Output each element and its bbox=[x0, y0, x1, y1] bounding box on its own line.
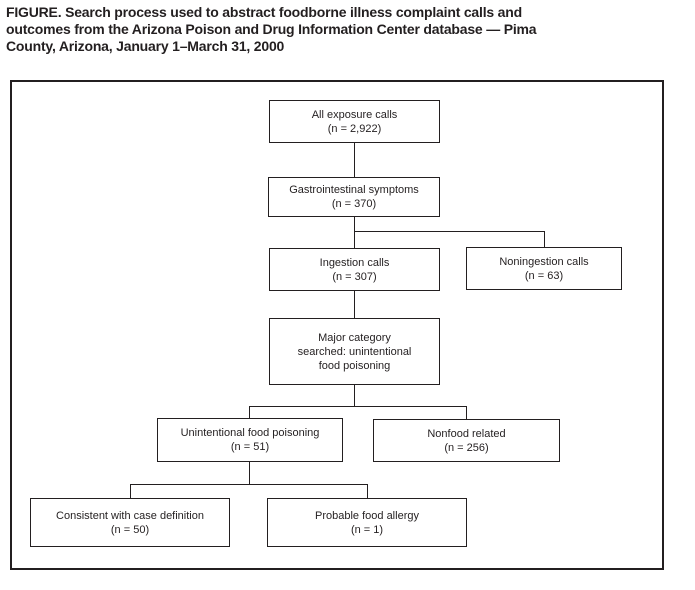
node-label-line-2: searched: unintentional bbox=[297, 345, 412, 358]
node-count: (n = 50) bbox=[110, 523, 150, 536]
connector-major-category-down bbox=[354, 385, 355, 406]
figure-title: FIGURE. Search process used to abstract … bbox=[6, 4, 690, 55]
connector-unintentional-down bbox=[249, 462, 250, 484]
figure-title-line-1: FIGURE. Search process used to abstract … bbox=[6, 4, 522, 20]
node-count: (n = 256) bbox=[444, 441, 489, 454]
node-noningestion-calls: Noningestion calls (n = 63) bbox=[466, 247, 622, 290]
node-label: Gastrointestinal symptoms bbox=[289, 184, 419, 196]
node-label: Ingestion calls bbox=[319, 256, 390, 269]
node-label: All exposure calls bbox=[311, 108, 398, 121]
node-nonfood-related: Nonfood related (n = 256) bbox=[373, 419, 560, 462]
node-ingestion-calls: Ingestion calls (n = 307) bbox=[269, 248, 440, 291]
connector-branch-to-probable bbox=[367, 484, 368, 498]
node-label-line-1: Major category bbox=[318, 331, 391, 344]
node-label: Noningestion calls bbox=[499, 255, 589, 268]
node-count: (n = 2,922) bbox=[327, 122, 382, 135]
node-all-exposure-calls: All exposure calls (n = 2,922) bbox=[269, 100, 440, 143]
node-count: (n = 63) bbox=[524, 269, 564, 282]
connector-branch-to-noningestion bbox=[544, 231, 545, 247]
node-major-category-searched: Major category searched: unintentional f… bbox=[269, 318, 440, 385]
node-count: (n = 307) bbox=[332, 270, 377, 283]
connector-branch-to-unintentional bbox=[249, 406, 250, 418]
figure-title-line-3: County, Arizona, January 1–March 31, 200… bbox=[6, 38, 285, 54]
node-label: Nonfood related bbox=[427, 427, 506, 440]
node-label: Unintentional food poisoning bbox=[180, 427, 320, 439]
connector-branch-to-nonfood bbox=[466, 406, 467, 419]
node-count: (n = 370) bbox=[331, 198, 377, 210]
node-unintentional-food-poisoning: Unintentional food poisoning (n = 51) bbox=[157, 418, 343, 462]
node-label-line-3: food poisoning bbox=[318, 359, 391, 372]
connector-unintentional-branch-horizontal bbox=[130, 484, 368, 485]
node-label: Consistent with case definition bbox=[56, 509, 204, 522]
node-count: (n = 1) bbox=[350, 523, 384, 536]
node-count: (n = 51) bbox=[230, 441, 270, 453]
figure-title-line-2: outcomes from the Arizona Poison and Dru… bbox=[6, 21, 537, 37]
connector-gi-to-ingestion bbox=[354, 217, 355, 248]
node-gastrointestinal-symptoms: Gastrointestinal symptoms (n = 370) bbox=[268, 177, 440, 217]
connector-exposure-to-gi bbox=[354, 143, 355, 177]
connector-branch-to-consistent bbox=[130, 484, 131, 498]
connector-gi-branch-horizontal bbox=[354, 231, 544, 232]
connector-ingestion-to-major-category bbox=[354, 291, 355, 318]
node-label: Probable food allergy bbox=[315, 509, 419, 522]
connector-major-branch-horizontal bbox=[249, 406, 467, 407]
node-probable-food-allergy: Probable food allergy (n = 1) bbox=[267, 498, 467, 547]
node-consistent-with-case-definition: Consistent with case definition (n = 50) bbox=[30, 498, 230, 547]
